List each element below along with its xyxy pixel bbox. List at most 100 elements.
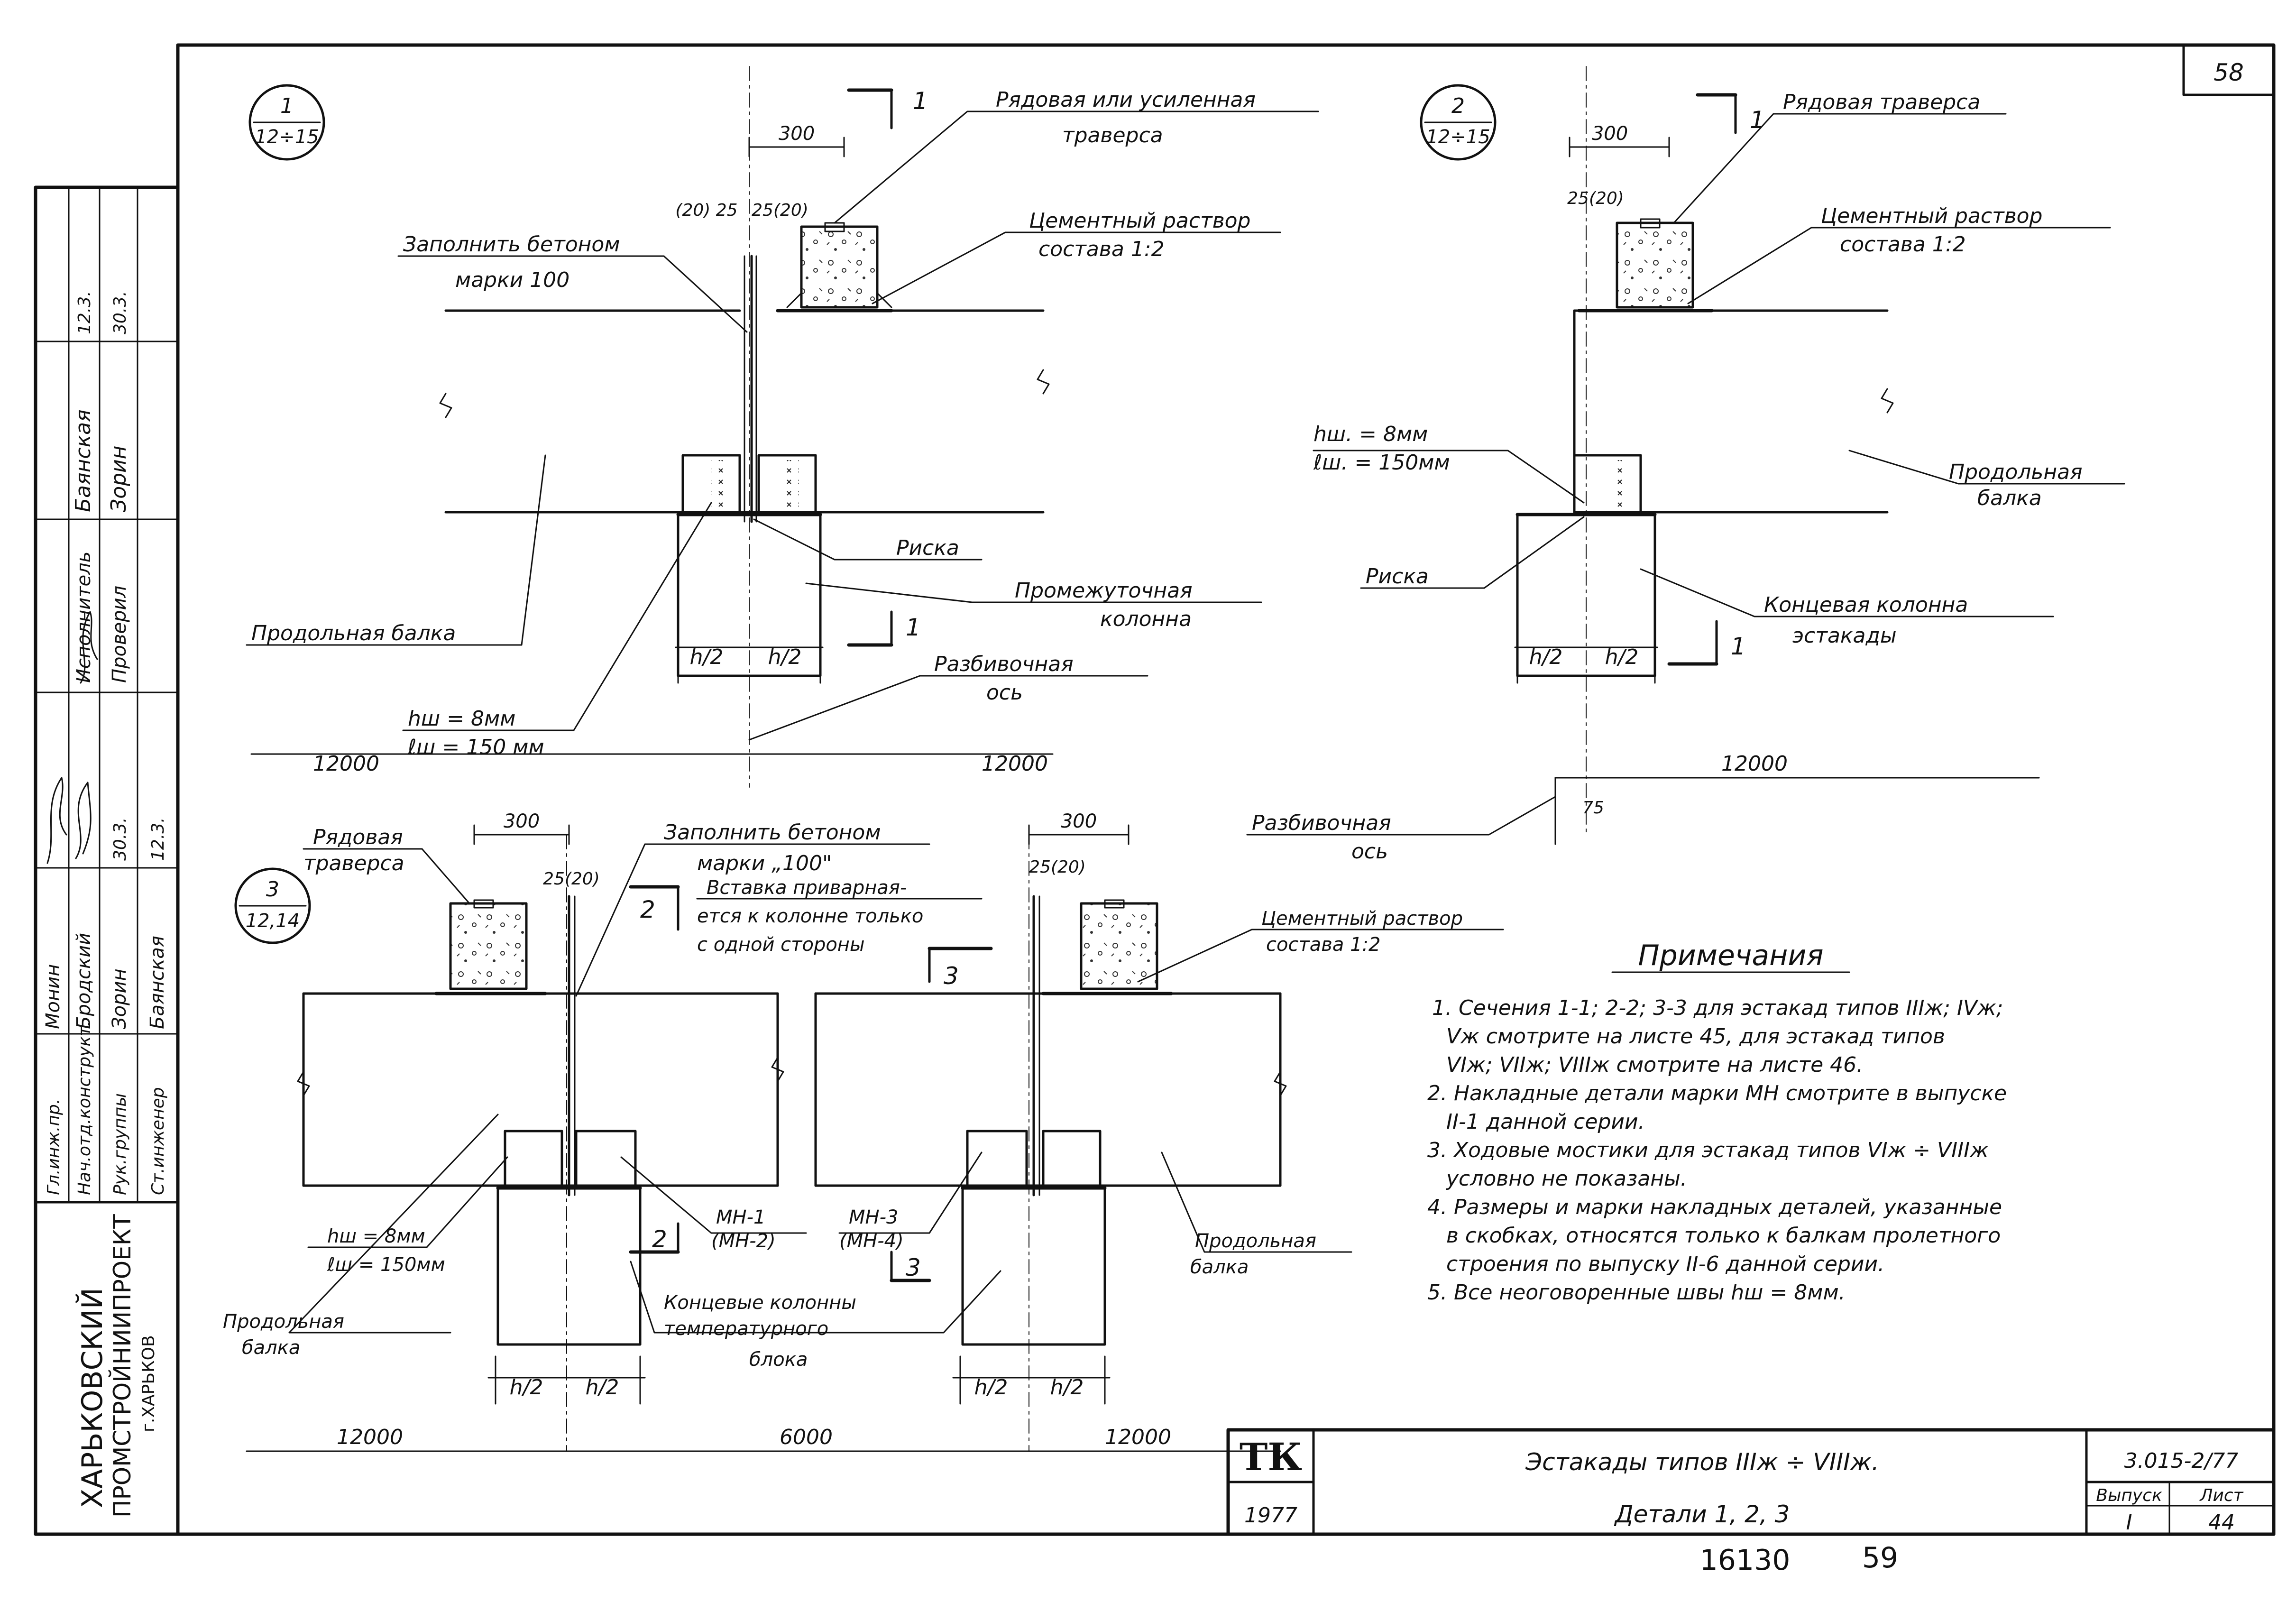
detail-3-dim-300-left: 300 xyxy=(504,810,540,832)
detail-1-label-fill-2: марки 100 xyxy=(455,268,569,292)
detail-1-h2-left: h/2 xyxy=(690,645,724,669)
detail-1-section-bottom: 1 xyxy=(906,614,921,641)
detail-3-section-2-top: 2 xyxy=(640,896,655,923)
detail-3-span-left: 12000 xyxy=(337,1425,403,1449)
note-1b: Vж смотрите на листе 45, для эстакад тип… xyxy=(1446,1024,1945,1049)
title-series: 3.015-2/77 xyxy=(2124,1449,2239,1473)
detail-3-section-3-bottom: 3 xyxy=(906,1254,921,1281)
detail-2-label-beam-1: Продольная xyxy=(1949,460,2083,484)
org-line-3: г.ХАРЬКОВ xyxy=(139,1335,158,1432)
detail-2-label-risk: Риска xyxy=(1366,564,1429,589)
note-4: 4. Размеры и марки накладных деталей, ук… xyxy=(1427,1195,2002,1219)
stamp-name-4: Бродский xyxy=(73,933,95,1029)
detail-1-span-right: 12000 xyxy=(982,752,1048,776)
detail-3-dim-weld-right: 25(20) xyxy=(1029,857,1086,877)
org-block: ХАРЬКОВСКИЙ ПРОМСТРОЙНИИПРОЕКТ г.ХАРЬКОВ xyxy=(75,1214,158,1518)
detail-3-label-mn3-2: (МН-4) xyxy=(839,1230,904,1252)
detail-3-label-weld-1: hш = 8мм xyxy=(327,1225,425,1247)
page-number: 58 xyxy=(2213,59,2244,86)
detail-2-label-traverse: Рядовая траверса xyxy=(1783,90,1980,114)
detail-3-column-left xyxy=(496,1187,642,1346)
detail-2-section-bottom: 1 xyxy=(1731,633,1746,660)
detail-1-traverse xyxy=(800,225,879,309)
title-sheet: 44 xyxy=(2208,1510,2235,1535)
footer: 16130 59 xyxy=(1700,1541,1899,1577)
note-4c: строения по выпуску II-6 данной серии. xyxy=(1446,1252,1884,1276)
detail-3-label-beam-left-2: балка xyxy=(242,1337,300,1359)
stamp-name-6: Баянская xyxy=(147,936,168,1029)
stamp-date-6: 12.3. xyxy=(148,817,168,861)
detail-3-label-insert-3: с одной стороны xyxy=(697,934,865,956)
detail-1-label-risk: Риска xyxy=(896,536,959,560)
detail-3-label-columns-3: блока xyxy=(749,1349,808,1371)
detail-1-label-column-1: Промежуточная xyxy=(1015,579,1193,603)
stamp-role-6: Ст.инженер xyxy=(148,1087,168,1195)
detail-3-label-fill-1: Заполнить бетоном xyxy=(664,820,881,845)
stamp-date-5: 30.3. xyxy=(110,817,130,861)
note-3b: условно не показаны. xyxy=(1445,1167,1687,1191)
signature-1 xyxy=(46,777,67,864)
detail-2-label-axis-2: ось xyxy=(1351,839,1388,864)
note-2: 2. Накладные детали марки МН смотрите в … xyxy=(1427,1081,2007,1105)
detail-2-label-axis-1: Разбивочная xyxy=(1252,811,1391,835)
notes-title: Примечания xyxy=(1638,939,1824,972)
detail-2-marker-num: 2 xyxy=(1451,94,1465,118)
detail-3-label-mortar-1: Цементный раствор xyxy=(1261,908,1463,930)
detail-3-label-beam-right-1: Продольная xyxy=(1195,1230,1316,1252)
detail-2-label-beam-2: балка xyxy=(1977,486,2042,510)
detail-2-label-column-1: Концевая колонна xyxy=(1764,593,1968,617)
detail-3-label-mn3-1: МН-3 xyxy=(849,1206,898,1228)
stamp-name-2: Зорин xyxy=(107,446,131,512)
title-block: ТК 1977 Эстакады типов IIIж ÷ VIIIж. Дет… xyxy=(1226,1428,2276,1536)
detail-3-span-mid: 6000 xyxy=(780,1425,833,1449)
title-sub: Детали 1, 2, 3 xyxy=(1614,1501,1790,1528)
detail-3-traverse-left xyxy=(449,902,528,990)
detail-2-h2-right: h/2 xyxy=(1605,645,1639,669)
detail-1-label-axis-1: Разбивочная xyxy=(934,652,1074,676)
detail-2-label-weld-2: ℓш. = 150мм xyxy=(1313,451,1450,475)
detail-3-label-fill-2: марки „100" xyxy=(697,851,832,875)
tk-logo: ТК xyxy=(1240,1435,1302,1479)
detail-1-h2-right: h/2 xyxy=(768,645,802,669)
detail-1-dim-300: 300 xyxy=(779,123,815,145)
detail-1-section-top: 1 xyxy=(913,87,928,115)
detail-2-span: 12000 xyxy=(1721,752,1788,776)
detail-1-label-fill-1: Заполнить бетоном xyxy=(403,232,620,257)
detail-3-h2-2: h/2 xyxy=(586,1375,619,1399)
detail-3-label-insert-2: ется к колонне только xyxy=(697,905,923,927)
title-sheet-label: Лист xyxy=(2199,1486,2243,1505)
sheet-frame xyxy=(34,43,2276,1536)
org-line-2: ПРОМСТРОЙНИИПРОЕКТ xyxy=(108,1214,136,1518)
detail-2-marker xyxy=(1420,84,1497,161)
notes: Примечания 1. Сечения 1-1; 2-2; 3-3 для … xyxy=(1427,939,2007,1305)
detail-1-label-weld-1: hш = 8мм xyxy=(408,707,515,731)
detail-3-h2-3: h/2 xyxy=(974,1375,1008,1399)
signature-2 xyxy=(75,782,92,859)
detail-3-label-mortar-2: состава 1:2 xyxy=(1266,934,1380,956)
detail-3-dim-weld-left: 25(20) xyxy=(543,869,600,889)
stamp-block: Исполнитель Проверил Баянская Зорин 12.3… xyxy=(42,291,168,1195)
detail-3-h2-4: h/2 xyxy=(1050,1375,1084,1399)
title-issue-label: Выпуск xyxy=(2096,1486,2162,1505)
detail-2-label-column-2: эстакады xyxy=(1792,624,1897,648)
detail-3-marker xyxy=(234,867,311,944)
detail-1-label-axis-2: ось xyxy=(986,681,1023,705)
detail-1-label-traverse-2: траверса xyxy=(1062,123,1163,147)
detail-2-label-weld-1: hш. = 8мм xyxy=(1313,422,1428,446)
detail-1-dim-weld2: 25(20) xyxy=(752,201,808,220)
stamp-name-3: Монин xyxy=(42,964,64,1029)
stamp-role-4: Нач.отд.конструкт. xyxy=(75,1021,94,1195)
note-2b: II-1 данной серии. xyxy=(1446,1110,1645,1134)
detail-3-section-3-top: 3 xyxy=(944,962,959,990)
detail-3-label-traverse-2: траверса xyxy=(303,851,404,875)
note-1c: VIж; VIIж; VIIIж смотрите на листе 46. xyxy=(1446,1053,1863,1077)
detail-3-traverse-right xyxy=(1080,902,1158,990)
note-3: 3. Ходовые мостики для эстакад типов VIж… xyxy=(1427,1138,1989,1162)
detail-1-label-beam: Продольная балка xyxy=(251,621,456,645)
detail-2-dim-weld: 25(20) xyxy=(1567,189,1624,208)
stamp-name-1: Баянская xyxy=(71,409,95,512)
title-issue: I xyxy=(2126,1510,2132,1535)
detail-1-dim-weld: (20) 25 xyxy=(675,201,737,220)
detail-2-dim-300: 300 xyxy=(1592,123,1628,145)
